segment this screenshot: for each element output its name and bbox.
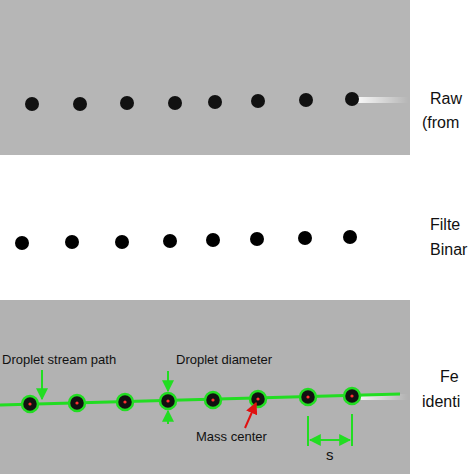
panel-title: (from bbox=[422, 114, 459, 132]
annotation-label: Mass center bbox=[196, 430, 267, 444]
mass-center-arrow bbox=[245, 403, 256, 428]
spacing-label: s bbox=[326, 447, 334, 464]
diameter-arrow bbox=[167, 411, 169, 424]
identified-droplets bbox=[22, 388, 360, 412]
spacing-dimension bbox=[308, 414, 352, 446]
raw-droplets bbox=[25, 92, 359, 111]
panel-title: Filte bbox=[430, 216, 460, 234]
binary-droplets bbox=[15, 230, 357, 250]
panel-title: identi bbox=[422, 393, 460, 411]
light-streak bbox=[358, 97, 408, 103]
diameter-arrow bbox=[167, 371, 169, 391]
annotation-label: Droplet diameter bbox=[176, 353, 272, 367]
panel-title: Raw bbox=[430, 90, 462, 108]
stream-path-line bbox=[0, 394, 400, 405]
feature-panel bbox=[0, 300, 410, 474]
raw-image-panel bbox=[0, 0, 410, 155]
panel-title: Binar bbox=[430, 241, 467, 259]
leader-arrow bbox=[41, 370, 43, 399]
panel-title: Fe bbox=[440, 368, 459, 386]
annotation-label: Droplet stream path bbox=[2, 353, 116, 367]
